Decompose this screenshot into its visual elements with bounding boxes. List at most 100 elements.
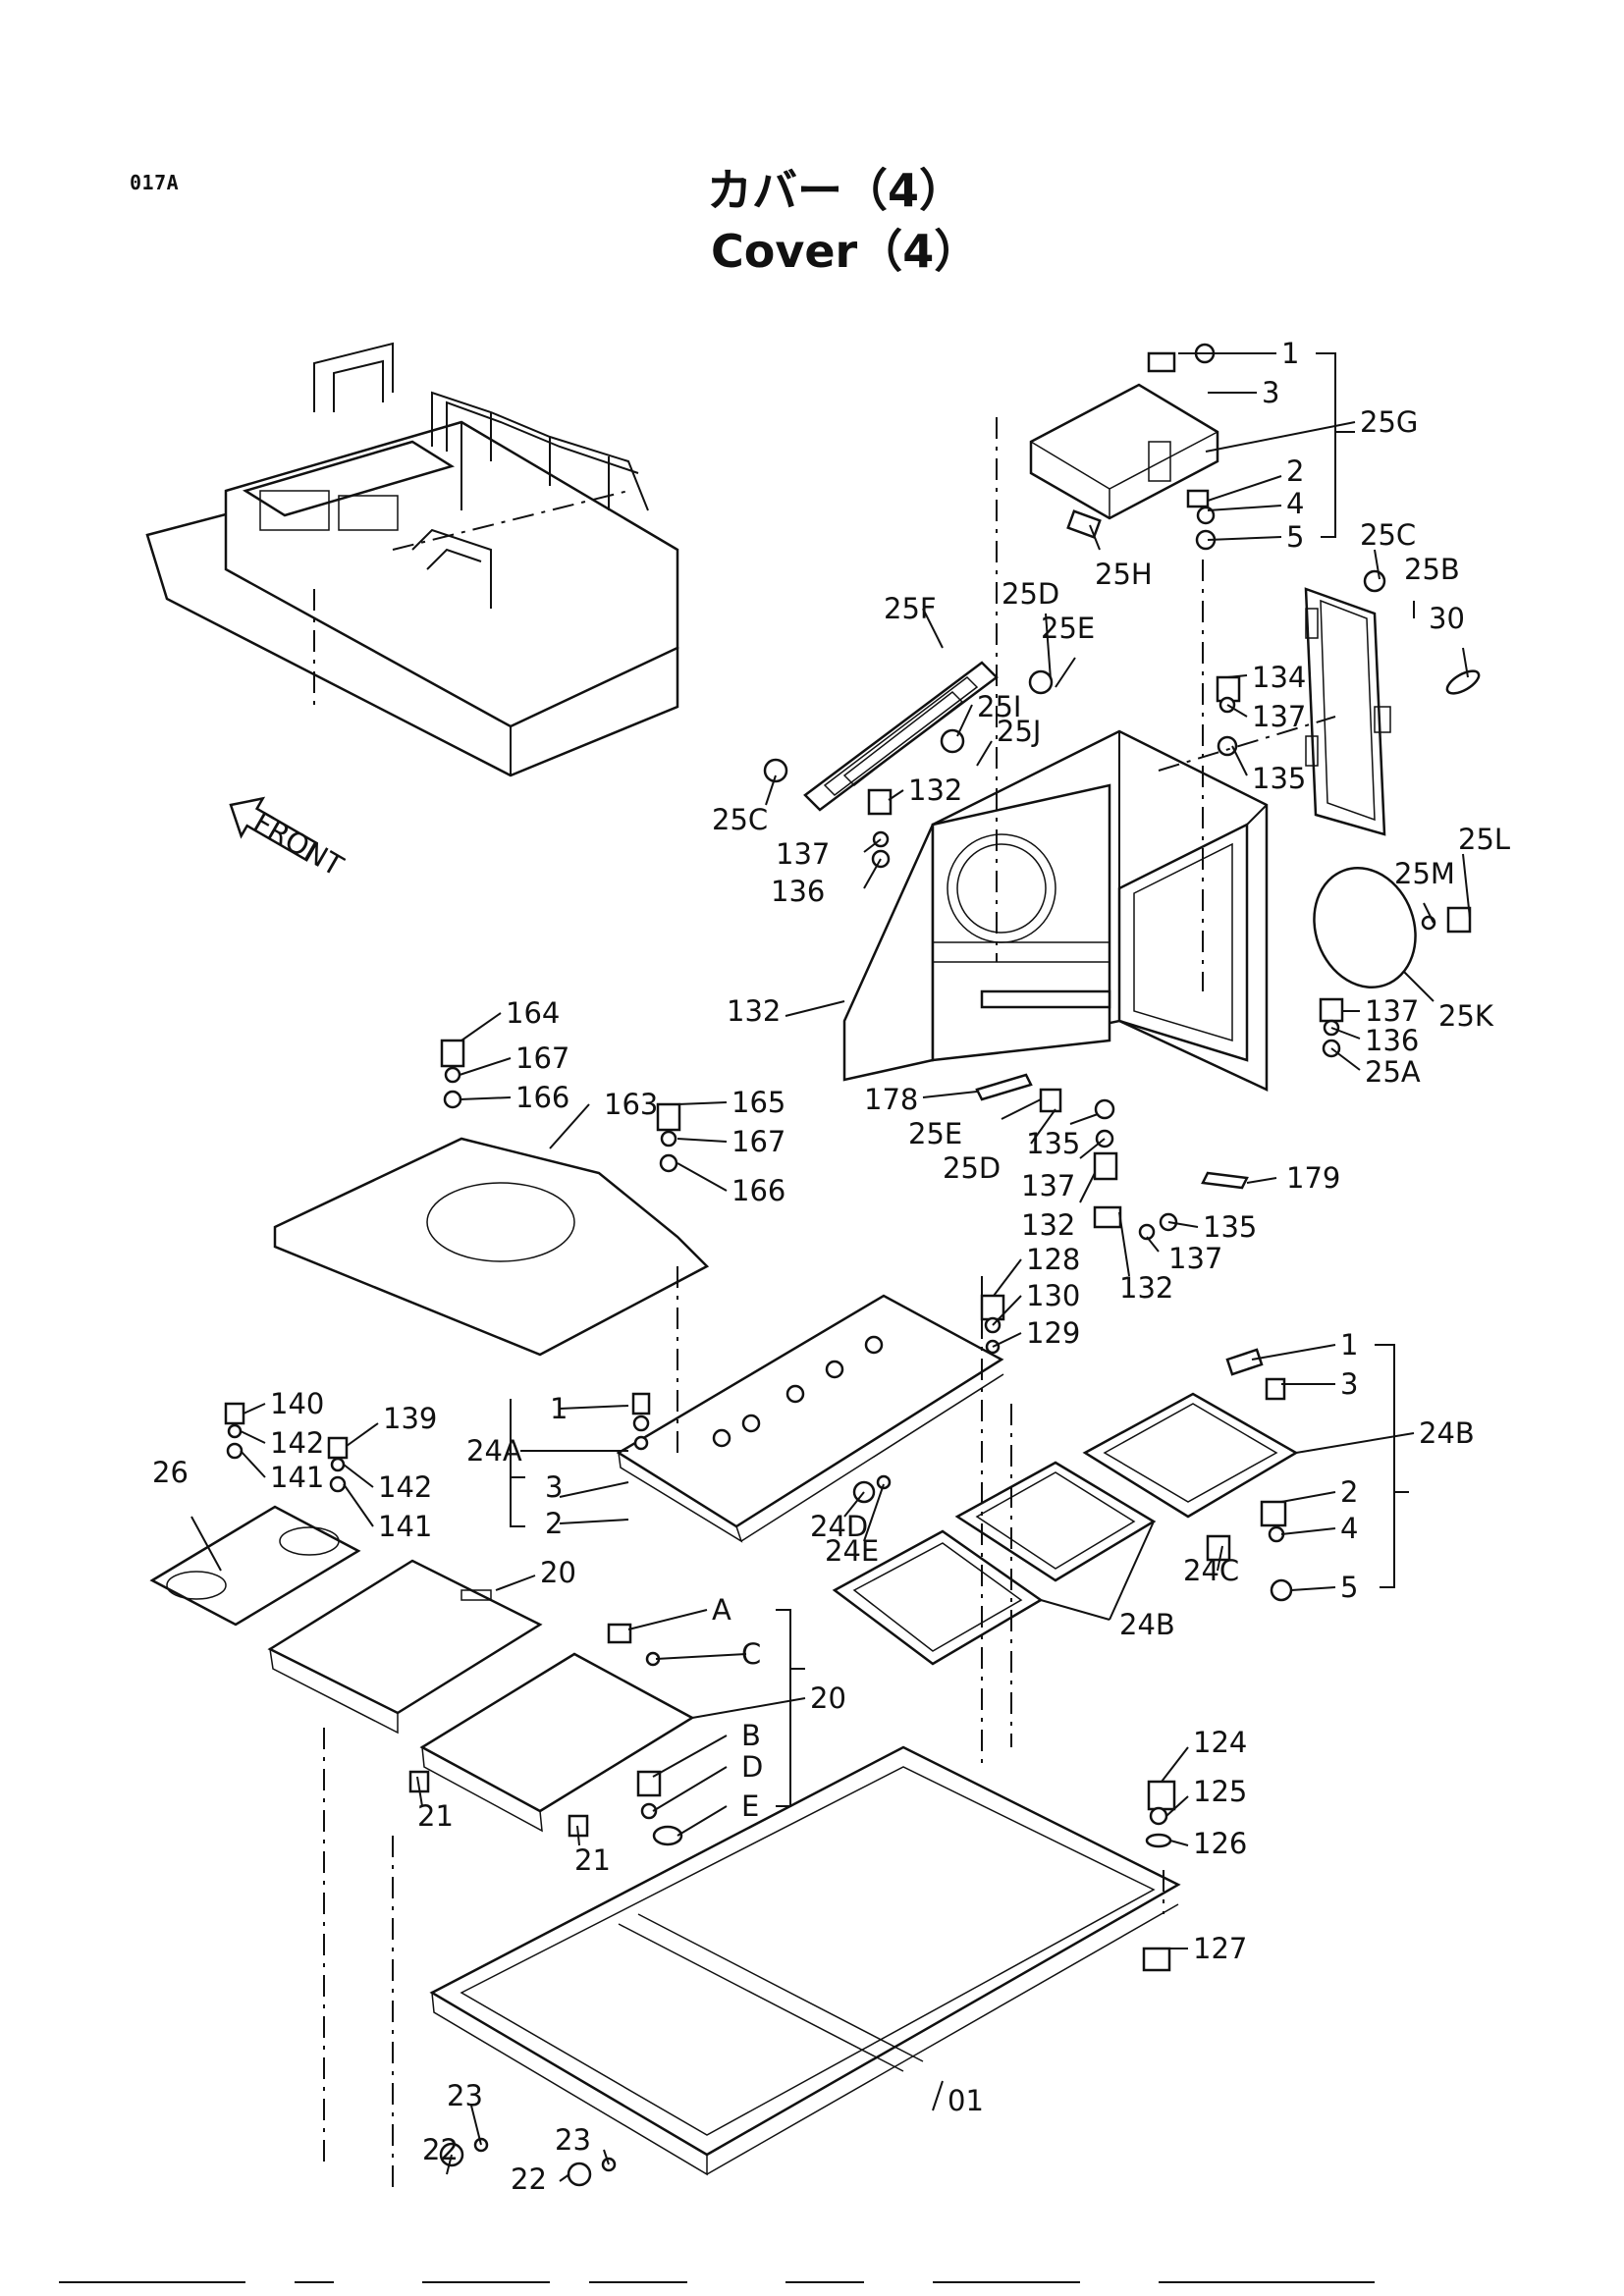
- callout-25H: 25H: [1095, 558, 1153, 591]
- leader-lines: [190, 352, 1471, 2182]
- callout-137: 137: [1021, 1169, 1075, 1202]
- callout-3: 3: [1262, 376, 1279, 409]
- front-orientation-arrow: FRONT: [229, 796, 350, 882]
- callout-142: 142: [270, 1426, 324, 1460]
- callout-166: 166: [515, 1081, 569, 1114]
- callout-25C: 25C: [1360, 518, 1416, 552]
- callout-134: 134: [1252, 661, 1306, 694]
- center-cover-24A: [616, 1294, 1005, 1543]
- callout-132: 132: [1021, 1208, 1075, 1242]
- callout-130: 130: [1026, 1279, 1080, 1312]
- callout-A: A: [712, 1593, 731, 1627]
- callout-137: 137: [1168, 1242, 1222, 1275]
- callout-25L: 25L: [1458, 823, 1510, 856]
- callout-167: 167: [731, 1125, 785, 1158]
- callout-135: 135: [1252, 762, 1306, 795]
- callout-4: 4: [1340, 1512, 1358, 1545]
- callout-20: 20: [540, 1556, 576, 1589]
- title-japanese: カバー（4）: [707, 164, 965, 217]
- callout-01: 01: [947, 2084, 984, 2117]
- callout-1: 1: [550, 1392, 568, 1425]
- callout-25D: 25D: [943, 1151, 1001, 1185]
- callout-127: 127: [1193, 1932, 1247, 1965]
- callout-142: 142: [378, 1470, 432, 1504]
- callout-23: 23: [447, 2079, 483, 2112]
- box-fasteners: [867, 675, 1344, 1241]
- callout-25I: 25I: [977, 690, 1021, 723]
- callout-25E: 25E: [1041, 612, 1095, 645]
- callout-166: 166: [731, 1174, 785, 1207]
- callout-3: 3: [545, 1470, 563, 1504]
- callout-167: 167: [515, 1041, 569, 1075]
- base-frame-01: [429, 1745, 1181, 2187]
- callout-21: 21: [574, 1843, 611, 1877]
- top-access-door: [1029, 343, 1219, 551]
- callout-135: 135: [1203, 1210, 1257, 1244]
- callout-22: 22: [511, 2163, 547, 2196]
- grille-panels-24B: [832, 1348, 1299, 1666]
- callout-5: 5: [1286, 520, 1304, 554]
- callout-132: 132: [908, 774, 962, 807]
- callout-25F: 25F: [884, 592, 937, 625]
- side-covers-20: [267, 1559, 695, 1846]
- callout-179: 179: [1286, 1161, 1340, 1195]
- callout-24B: 24B: [1119, 1608, 1175, 1641]
- floor-plate-163: [273, 1039, 710, 1357]
- callout-24A: 24A: [466, 1434, 522, 1468]
- callout-24E: 24E: [825, 1534, 879, 1568]
- callout-25D: 25D: [1001, 577, 1059, 611]
- callout-23: 23: [555, 2123, 591, 2157]
- callout-2: 2: [1340, 1475, 1358, 1509]
- front-label: FRONT: [247, 805, 349, 882]
- callout-163: 163: [604, 1088, 658, 1121]
- callout-137: 136: [1365, 1024, 1419, 1057]
- callout-D: D: [741, 1750, 763, 1784]
- callout-26: 26: [152, 1456, 189, 1489]
- callout-126: 126: [1193, 1827, 1247, 1860]
- callout-128: 128: [1026, 1243, 1080, 1276]
- callout-4: 4: [1286, 487, 1304, 520]
- title-english: Cover（4）: [711, 225, 980, 278]
- callout-20: 20: [810, 1682, 846, 1715]
- round-cover-25K: [1313, 867, 1472, 988]
- callout-25B: 25B: [1404, 553, 1460, 586]
- mesh-plate-26: [149, 1402, 361, 1627]
- callout-129: 129: [1026, 1316, 1080, 1350]
- callout-24D: 24D: [810, 1510, 868, 1543]
- callout-165: 165: [731, 1086, 785, 1119]
- callout-2: 2: [545, 1507, 563, 1540]
- callout-24B: 24B: [1419, 1416, 1475, 1450]
- callout-137: 137: [776, 837, 830, 871]
- callout-135: 135: [1026, 1127, 1080, 1160]
- page-code: 017A: [130, 171, 180, 194]
- callout-164: 164: [506, 996, 560, 1030]
- callout-25C: 25C: [712, 803, 768, 836]
- callout-24C: 24C: [1183, 1554, 1239, 1587]
- callout-25E: 25E: [908, 1117, 962, 1150]
- callout-124: 124: [1193, 1726, 1247, 1759]
- callout-5: 5: [1340, 1571, 1358, 1604]
- machine-overview-drawing: [145, 342, 679, 777]
- reference-lines: [323, 417, 1336, 2189]
- callout-25G: 25G: [1360, 405, 1418, 439]
- callout-2: 2: [1286, 454, 1304, 488]
- callout-B: B: [741, 1719, 761, 1752]
- housing-frame-25A: [842, 729, 1269, 1092]
- callout-140: 140: [270, 1387, 324, 1420]
- callout-125: 125: [1193, 1775, 1247, 1808]
- callout-136: 25A: [1365, 1055, 1421, 1089]
- callout-3: 3: [1340, 1367, 1358, 1401]
- callout-labels: 1 3 25G 2 4 5 25H 25C 25B 30 25D 25E 25F…: [152, 337, 1510, 2196]
- callout-139: 139: [383, 1402, 437, 1435]
- callout-25A: 132: [727, 994, 781, 1028]
- callout-25K: 25K: [1438, 999, 1494, 1033]
- callout-178: 178: [864, 1083, 918, 1116]
- callout-132: 137: [1365, 994, 1419, 1028]
- callout-1: 1: [1281, 337, 1299, 370]
- callout-1: 1: [1340, 1328, 1358, 1362]
- callout-136: 136: [771, 875, 825, 908]
- callout-C: C: [741, 1637, 761, 1671]
- callout-132: 132: [1119, 1271, 1173, 1305]
